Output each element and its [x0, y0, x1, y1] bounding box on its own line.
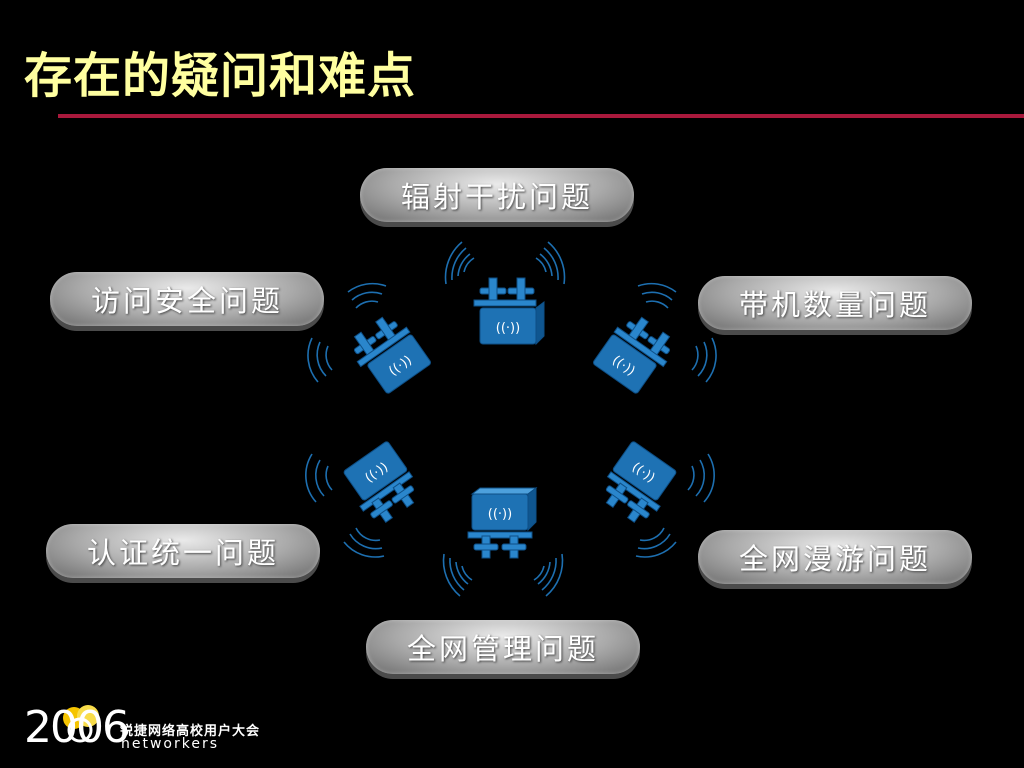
issue-unified-authentication[interactable]: 认证统一问题 [46, 524, 320, 578]
access-point-upper-right: ((·)) [572, 282, 717, 412]
wireless-access-point-icon: ((·)) [307, 282, 431, 394]
wireless-access-point-icon: ((·)) [442, 487, 564, 597]
issue-network-roaming[interactable]: 全网漫游问题 [698, 530, 972, 584]
conference-logo: 2006 锐捷网络高校用户大会 networkers [24, 700, 284, 756]
access-point-bottom: ((·)) [438, 486, 568, 606]
svg-text:((·)): ((·)) [496, 321, 520, 336]
logo-text-cn: 锐捷网络高校用户大会 [120, 724, 261, 739]
signal-waves-icon [442, 553, 564, 597]
issue-client-capacity[interactable]: 带机数量问题 [698, 276, 972, 330]
logo-2006-mark [63, 705, 99, 743]
svg-text:((·)): ((·)) [488, 507, 512, 522]
slide-title: 存在的疑问和难点 [24, 48, 417, 104]
signal-waves-icon [305, 453, 385, 558]
access-point-top: ((·)) [440, 236, 570, 360]
access-point-upper-left: ((·)) [307, 282, 452, 412]
logo-text-en: networkers [121, 736, 220, 752]
access-point-lower-left: ((·)) [305, 430, 450, 560]
signal-waves-icon [637, 282, 717, 383]
wireless-access-point-icon: ((·)) [593, 282, 717, 394]
wireless-access-point-icon: ((·)) [444, 241, 566, 346]
signal-waves-icon [635, 453, 715, 558]
title-divider [58, 114, 1024, 118]
signal-waves-icon [307, 282, 387, 383]
issue-radiation-interference[interactable]: 辐射干扰问题 [360, 168, 634, 222]
issue-access-security[interactable]: 访问安全问题 [50, 272, 324, 326]
logo-number: 2006 [24, 702, 130, 753]
issue-network-management[interactable]: 全网管理问题 [366, 620, 640, 674]
access-point-lower-right: ((·)) [570, 430, 715, 560]
wireless-access-point-icon: ((·)) [605, 441, 715, 558]
wireless-access-point-icon: ((·)) [305, 441, 415, 558]
signal-waves-icon [444, 241, 566, 285]
